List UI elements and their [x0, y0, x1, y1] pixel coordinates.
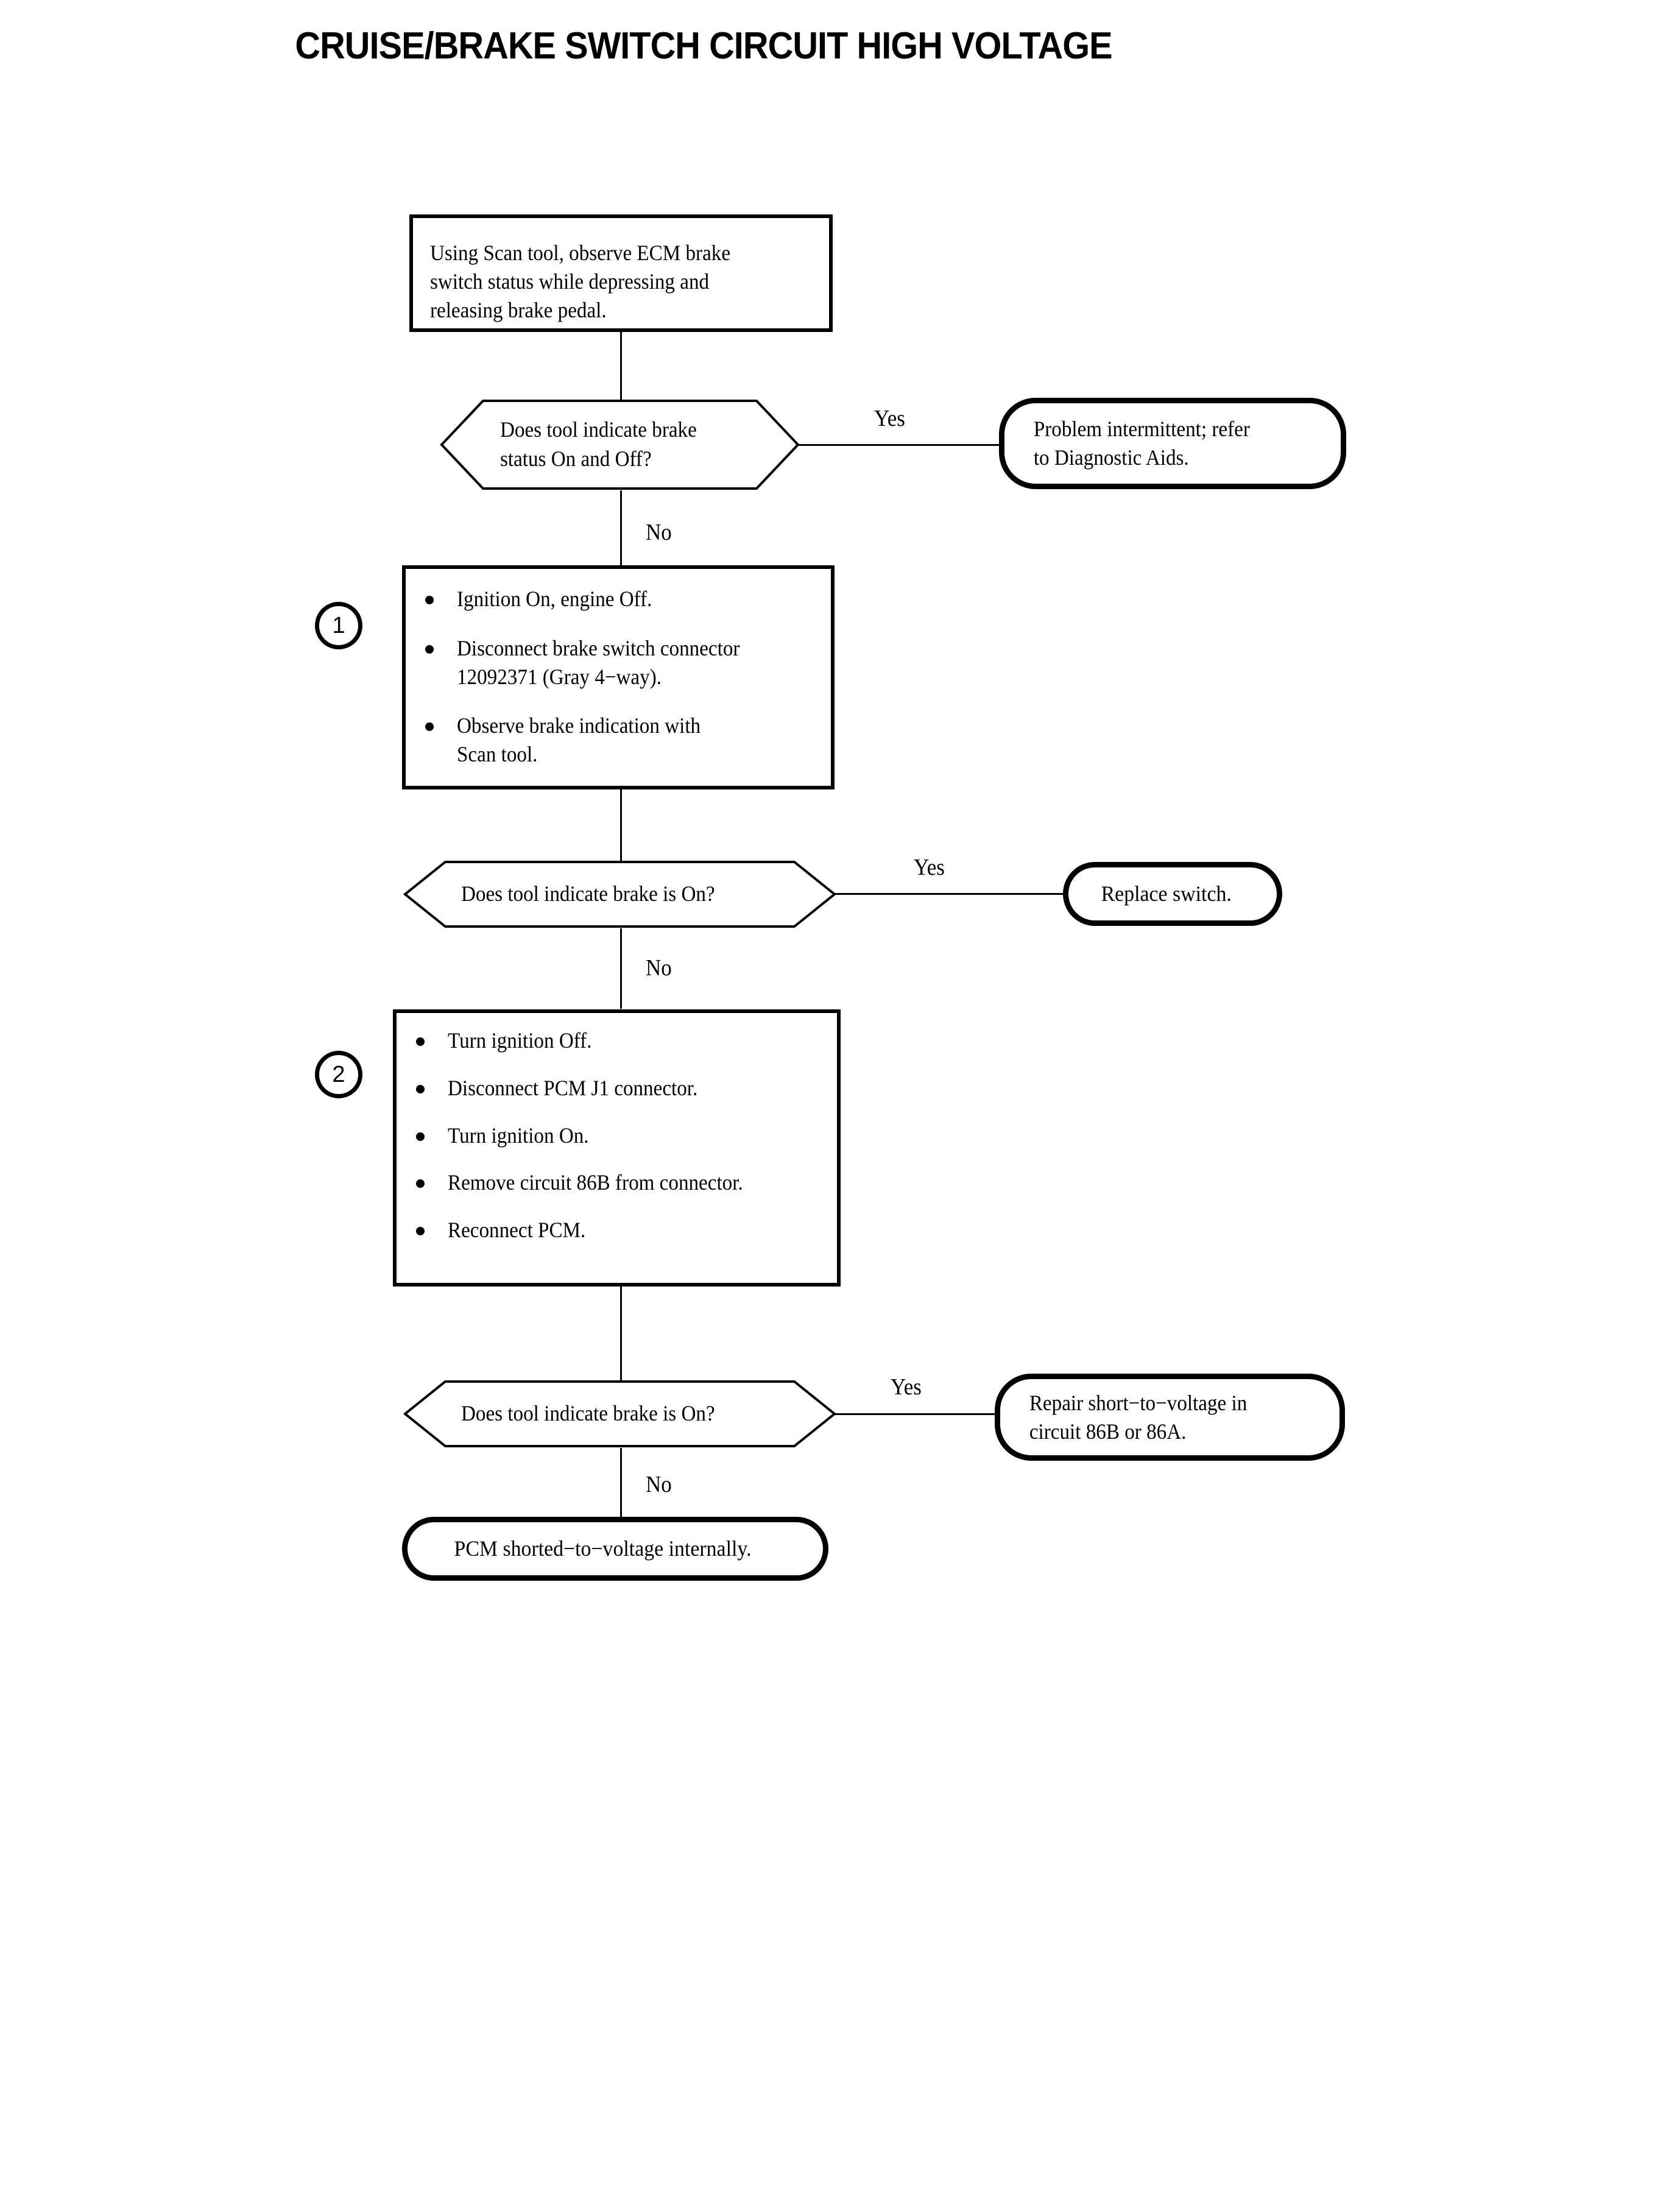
connector-start-to-decision1: [620, 332, 622, 400]
list-item: Ignition On, engine Off.: [425, 585, 817, 613]
branch-label-decision2-yes: Yes: [914, 855, 945, 880]
decision2-text: Does tool indicate brake is On?: [461, 881, 715, 906]
step-number-1: 1: [315, 602, 362, 649]
bullet-dot-icon: [416, 1084, 425, 1093]
page-title: CRUISE/BRAKE SWITCH CIRCUIT HIGH VOLTAGE: [295, 25, 1112, 67]
step2-bullet-1: Turn ignition Off.: [448, 1028, 592, 1053]
terminal-replace-switch-text: Replace switch.: [1101, 881, 1232, 906]
terminal-pcm-shorted-internally-text: PCM shorted−to−voltage internally.: [454, 1536, 752, 1561]
decision3-hexagon: Does tool indicate brake is On?: [403, 1380, 837, 1448]
list-item: Disconnect brake switch connector 120923…: [425, 634, 817, 691]
connector-step2-to-decision3: [620, 1287, 622, 1383]
terminal-problem-intermittent-text: Problem intermittent; refer to Diagnosti…: [1033, 417, 1250, 470]
step2-bullet-2: Disconnect PCM J1 connector.: [448, 1075, 698, 1100]
list-item: Observe brake indication with Scan tool.: [425, 711, 817, 769]
branch-label-decision3-no: No: [646, 1472, 672, 1497]
decision1-hexagon: Does tool indicate brake status On and O…: [440, 399, 800, 490]
bullet-dot-icon: [416, 1227, 425, 1236]
connector-decision3-yes: [835, 1413, 996, 1415]
connector-decision2-no: [620, 928, 622, 1009]
branch-label-decision1-yes: Yes: [874, 406, 905, 431]
list-item: Turn ignition Off.: [416, 1026, 824, 1055]
step-number-1-label: 1: [332, 613, 345, 638]
step2-process-box: Turn ignition Off. Disconnect PCM J1 con…: [393, 1009, 841, 1287]
list-item: Reconnect PCM.: [416, 1216, 824, 1244]
terminal-replace-switch: Replace switch.: [1063, 862, 1282, 926]
decision2-hexagon: Does tool indicate brake is On?: [403, 860, 837, 928]
bullet-dot-icon: [425, 596, 434, 604]
decision3-text: Does tool indicate brake is On?: [461, 1401, 715, 1426]
list-item: Turn ignition On.: [416, 1121, 824, 1150]
connector-decision2-yes: [835, 893, 1065, 895]
list-item: Disconnect PCM J1 connector.: [416, 1074, 824, 1103]
step1-bullet-1: Ignition On, engine Off.: [457, 587, 652, 611]
step-number-2: 2: [315, 1051, 362, 1098]
bullet-dot-icon: [416, 1037, 425, 1046]
step1-process-box: Ignition On, engine Off. Disconnect brak…: [402, 565, 835, 789]
step-number-2-label: 2: [332, 1062, 345, 1087]
step1-bullet-3: Observe brake indication with Scan tool.: [457, 713, 701, 767]
bullet-dot-icon: [416, 1132, 425, 1141]
terminal-repair-short-to-voltage: Repair short−to−voltage in circuit 86B o…: [995, 1374, 1345, 1461]
start-process-box: Using Scan tool, observe ECM brake switc…: [409, 214, 833, 332]
terminal-repair-short-to-voltage-text: Repair short−to−voltage in circuit 86B o…: [1029, 1390, 1248, 1444]
branch-label-decision2-no: No: [646, 955, 672, 981]
decision1-text: Does tool indicate brake status On and O…: [500, 417, 697, 471]
start-process-text: Using Scan tool, observe ECM brake switc…: [430, 241, 731, 322]
connector-decision3-no: [620, 1448, 622, 1529]
terminal-problem-intermittent: Problem intermittent; refer to Diagnosti…: [999, 398, 1346, 489]
branch-label-decision1-no: No: [646, 520, 672, 545]
connector-decision1-no: [620, 490, 622, 567]
step2-bullet-4: Remove circuit 86B from connector.: [448, 1170, 743, 1195]
terminal-pcm-shorted-internally: PCM shorted−to−voltage internally.: [402, 1517, 828, 1581]
branch-label-decision3-yes: Yes: [891, 1374, 922, 1400]
step2-bullet-list: Turn ignition Off. Disconnect PCM J1 con…: [416, 1026, 824, 1244]
connector-step1-to-decision2: [620, 789, 622, 861]
step2-bullet-3: Turn ignition On.: [448, 1123, 589, 1148]
step1-bullet-2: Disconnect brake switch connector 120923…: [457, 635, 740, 689]
list-item: Remove circuit 86B from connector.: [416, 1168, 824, 1197]
bullet-dot-icon: [425, 722, 434, 732]
connector-decision1-yes: [798, 444, 1000, 446]
bullet-dot-icon: [416, 1179, 425, 1188]
step2-bullet-5: Reconnect PCM.: [448, 1218, 586, 1243]
step1-bullet-list: Ignition On, engine Off. Disconnect brak…: [425, 585, 817, 769]
bullet-dot-icon: [425, 644, 434, 654]
